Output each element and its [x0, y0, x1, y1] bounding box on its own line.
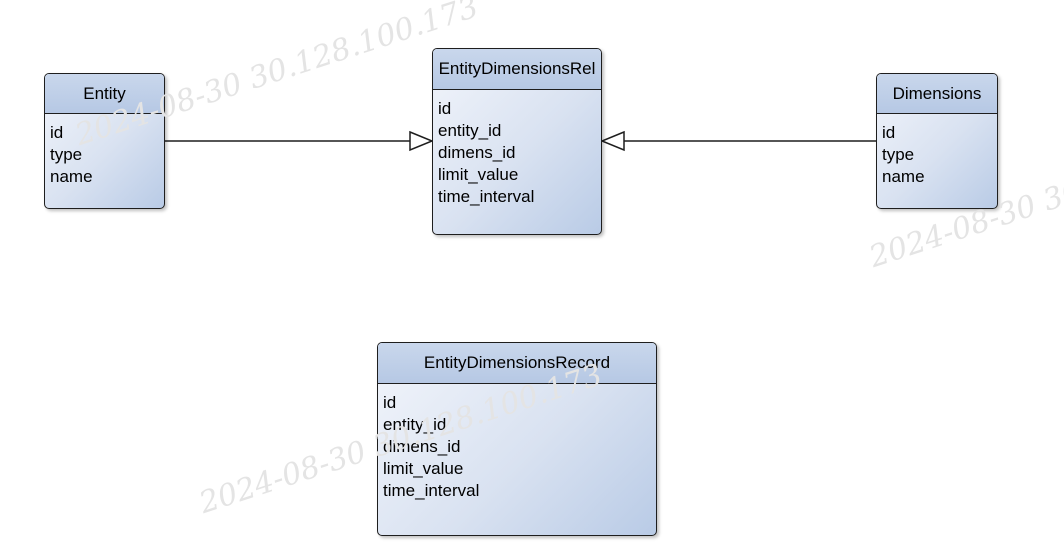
attribute-list: id type name [877, 114, 997, 188]
attribute-row: limit_value [383, 459, 464, 478]
attribute-row: entity_id [438, 121, 502, 140]
attribute-row: dimens_id [438, 143, 516, 162]
attribute-row: time_interval [383, 481, 480, 500]
attribute-row: id [438, 99, 452, 118]
inheritance-arrowhead [409, 130, 434, 152]
attribute-list: id entity_id dimens_id limit_value time_… [378, 384, 656, 502]
attribute-row: type [882, 145, 915, 164]
inheritance-arrowhead [600, 130, 625, 152]
attribute-row: type [50, 145, 83, 164]
attribute-row: name [50, 167, 93, 186]
entity-box-entity-dimensions-rel[interactable]: EntityDimensionsRel id entity_id dimens_… [432, 48, 602, 235]
entity-header: EntityDimensionsRel [433, 49, 601, 90]
attribute-list: id entity_id dimens_id limit_value time_… [433, 90, 601, 208]
entity-header: EntityDimensionsRecord [378, 343, 656, 384]
entity-box-dimensions[interactable]: Dimensions id type name [876, 73, 998, 209]
entity-box-entity-dimensions-record[interactable]: EntityDimensionsRecord id entity_id dime… [377, 342, 657, 536]
attribute-row: dimens_id [383, 437, 461, 456]
entity-box-entity[interactable]: Entity id type name [44, 73, 165, 209]
attribute-list: id type name [45, 114, 164, 188]
attribute-row: entity_id [383, 415, 447, 434]
entity-header: Entity [45, 74, 164, 114]
attribute-row: name [882, 167, 925, 186]
entity-header: Dimensions [877, 74, 997, 114]
attribute-row: time_interval [438, 187, 535, 206]
attribute-row: id [882, 123, 896, 142]
attribute-row: limit_value [438, 165, 519, 184]
attribute-row: id [383, 393, 397, 412]
attribute-row: id [50, 123, 64, 142]
